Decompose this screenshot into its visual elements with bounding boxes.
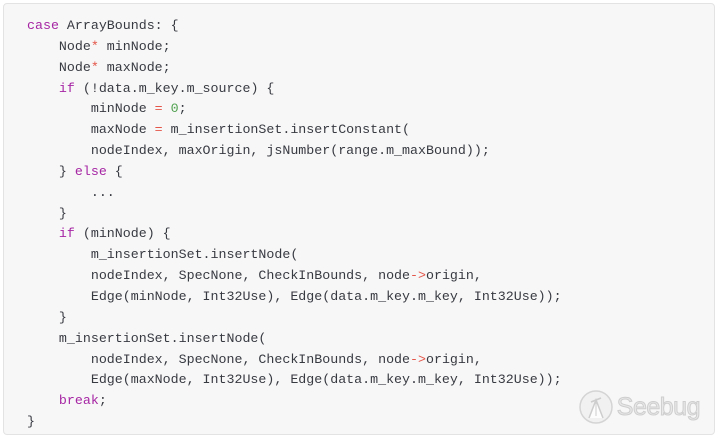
code-token: Edge(maxNode, Int32Use), Edge(data.m_key… bbox=[27, 372, 562, 388]
code-line: } bbox=[27, 308, 562, 329]
code-line: Edge(maxNode, Int32Use), Edge(data.m_key… bbox=[27, 370, 562, 391]
code-line: Node* maxNode; bbox=[27, 58, 562, 79]
code-line: Node* minNode; bbox=[27, 37, 562, 58]
code-token: ... bbox=[27, 184, 115, 200]
code-token: maxNode bbox=[27, 122, 155, 138]
code-token: m_insertionSet.insertNode( bbox=[27, 330, 267, 346]
code-token: m_insertionSet.insertConstant( bbox=[162, 122, 411, 138]
code-line: Edge(minNode, Int32Use), Edge(data.m_key… bbox=[27, 287, 562, 308]
code-token: origin, bbox=[425, 351, 482, 367]
code-operator: = bbox=[154, 101, 163, 117]
code-token: minNode; bbox=[98, 38, 171, 54]
code-line: break; bbox=[27, 391, 562, 412]
code-token bbox=[163, 101, 171, 116]
code-number: 0 bbox=[170, 101, 179, 117]
code-token: ; bbox=[178, 101, 187, 117]
code-line: if (!data.m_key.m_source) { bbox=[27, 79, 562, 100]
code-line: } else { bbox=[27, 162, 562, 183]
code-token: nodeIndex, SpecNone, CheckInBounds, node bbox=[27, 351, 411, 367]
code-token: nodeIndex, maxOrigin, jsNumber(range.m_m… bbox=[27, 143, 490, 159]
code-line: case ArrayBounds: { bbox=[27, 16, 562, 37]
code-keyword: if bbox=[58, 226, 75, 242]
seebug-watermark: Seebug bbox=[577, 388, 701, 426]
seebug-watermark-text: Seebug bbox=[616, 392, 701, 421]
code-keyword: if bbox=[58, 80, 75, 96]
code-block: case ArrayBounds: { Node* minNode; Node*… bbox=[3, 3, 715, 435]
code-token: } bbox=[27, 163, 75, 179]
code-token bbox=[27, 393, 59, 408]
code-line: ... bbox=[27, 183, 562, 204]
code-keyword: case bbox=[27, 18, 59, 33]
code-keyword: else bbox=[74, 163, 107, 179]
code-token: Edge(minNode, Int32Use), Edge(data.m_key… bbox=[27, 288, 562, 304]
code-token: minNode bbox=[27, 101, 155, 117]
code-token: } bbox=[27, 414, 35, 430]
code-line: } bbox=[27, 412, 562, 433]
seebug-logo-icon bbox=[579, 390, 613, 424]
code-keyword: break bbox=[58, 393, 99, 409]
code-operator: * bbox=[90, 59, 99, 75]
code-token: ArrayBounds: { bbox=[58, 18, 179, 33]
code-token: m_insertionSet.insertNode( bbox=[27, 247, 299, 263]
code-token: Node bbox=[27, 38, 91, 54]
code-line: minNode = 0; bbox=[27, 99, 562, 120]
code-line: nodeIndex, SpecNone, CheckInBounds, node… bbox=[27, 266, 562, 287]
code-operator: -> bbox=[410, 351, 426, 367]
code-token: origin, bbox=[425, 268, 482, 284]
code-line: } bbox=[27, 204, 562, 225]
code-token: } bbox=[27, 309, 67, 325]
code-content: case ArrayBounds: { Node* minNode; Node*… bbox=[27, 16, 562, 433]
code-token: (minNode) { bbox=[74, 226, 171, 242]
code-token bbox=[27, 226, 59, 241]
code-operator: * bbox=[90, 38, 99, 54]
code-line: maxNode = m_insertionSet.insertConstant( bbox=[27, 120, 562, 141]
code-line: m_insertionSet.insertNode( bbox=[27, 329, 562, 350]
code-line: nodeIndex, SpecNone, CheckInBounds, node… bbox=[27, 350, 562, 371]
code-token: ; bbox=[98, 393, 107, 409]
code-token: Node bbox=[27, 59, 91, 75]
code-token bbox=[27, 81, 59, 96]
code-line: m_insertionSet.insertNode( bbox=[27, 245, 562, 266]
code-line: nodeIndex, maxOrigin, jsNumber(range.m_m… bbox=[27, 141, 562, 162]
code-operator: -> bbox=[410, 268, 426, 284]
code-token: } bbox=[27, 205, 67, 221]
code-line: if (minNode) { bbox=[27, 224, 562, 245]
code-token: nodeIndex, SpecNone, CheckInBounds, node bbox=[27, 268, 411, 284]
code-operator: = bbox=[154, 122, 163, 138]
code-token: (!data.m_key.m_source) { bbox=[74, 80, 275, 96]
code-token: maxNode; bbox=[98, 59, 171, 75]
code-token: { bbox=[106, 163, 123, 179]
